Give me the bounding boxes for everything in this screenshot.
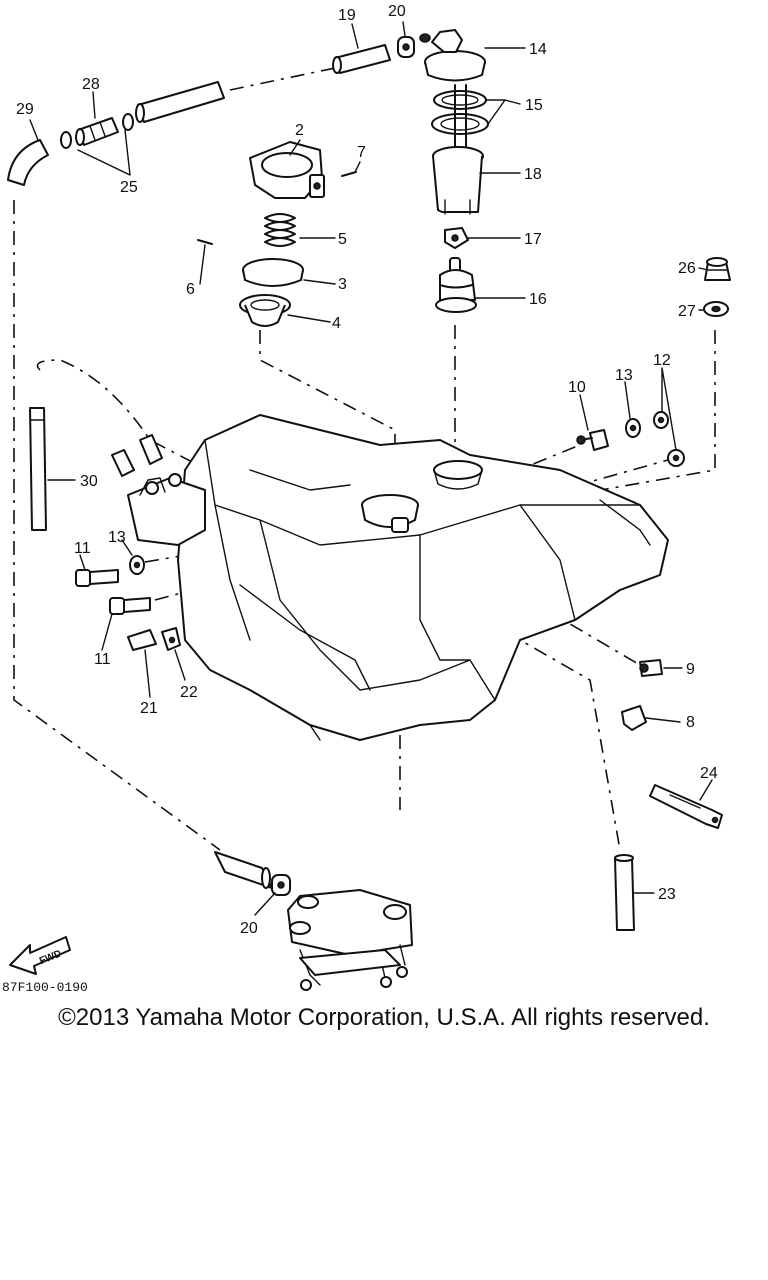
clips-part-25 [60, 113, 134, 149]
callout-6: 6 [186, 281, 195, 298]
callout-numbers: 2 5 3 4 6 7 14 15 18 17 16 19 20 26 27 2… [16, 3, 718, 937]
fuel-tank-exploded-diagram: FWD 2 5 [7, 3, 731, 991]
cap-part-8 [621, 705, 647, 731]
callout-11-upper: 11 [74, 540, 91, 557]
hose-pieces [111, 434, 163, 477]
callout-20-bottom: 20 [240, 920, 258, 937]
hose-part-bottom [214, 851, 273, 889]
callout-30: 30 [80, 473, 98, 490]
callout-21: 21 [140, 700, 158, 717]
pin-part-7 [341, 171, 357, 177]
strap-part-24 [649, 784, 723, 829]
washers-part-15 [431, 84, 489, 151]
tube-part-30 [29, 407, 47, 531]
sleeve-part-18 [432, 146, 484, 215]
callout-19: 19 [338, 7, 356, 24]
callout-8: 8 [686, 714, 695, 731]
callout-18: 18 [524, 166, 542, 183]
leader-lines [29, 21, 713, 916]
fuel-pump [287, 889, 413, 991]
gauge-unit-part-16 [435, 257, 477, 313]
callout-2: 2 [295, 122, 304, 139]
pin-part-6 [197, 239, 213, 245]
screw-part-10 [576, 429, 609, 451]
callout-9: 9 [686, 661, 695, 678]
fuel-tank [127, 414, 669, 741]
callout-26: 26 [678, 260, 696, 277]
callout-4: 4 [332, 315, 341, 332]
callout-11-lower: 11 [94, 651, 111, 668]
ring-part-3 [242, 258, 304, 287]
clamp-part-20-bottom [271, 874, 291, 896]
callout-14: 14 [529, 41, 547, 58]
hose-part-19 [332, 44, 391, 74]
callout-13-left: 13 [108, 529, 126, 546]
clamp-part-20-top [397, 36, 415, 58]
bolt-part-11-upper [75, 569, 119, 587]
hose-route-tank-left [36, 359, 621, 851]
callout-29: 29 [16, 101, 34, 118]
diagram-code: 87F100-0190 [2, 980, 88, 995]
callout-17: 17 [524, 231, 542, 248]
callout-28: 28 [82, 76, 100, 93]
bolt-part-11-lower [109, 597, 151, 615]
callout-24: 24 [700, 765, 718, 782]
copyright-notice: ©2013 Yamaha Motor Corporation, U.S.A. A… [58, 1004, 710, 1031]
hose-part-29 [7, 139, 49, 186]
plug-part-26 [704, 257, 731, 281]
gauge-cap-part-14 [419, 29, 486, 82]
washer-part-13-left [129, 555, 145, 575]
hose-route-left [13, 200, 221, 851]
callout-5: 5 [338, 231, 347, 248]
callout-13-right: 13 [615, 367, 633, 384]
grommet-part-21 [127, 629, 157, 651]
drain-screw-part-9 [639, 659, 663, 677]
callout-20-top: 20 [388, 3, 406, 20]
callout-27: 27 [678, 303, 696, 320]
hose-route-vent [229, 67, 336, 91]
washer-part-13-right [625, 418, 641, 438]
callout-22: 22 [180, 684, 198, 701]
callout-15: 15 [525, 97, 543, 114]
bracket-part-22 [161, 627, 181, 651]
spring-part-5 [264, 213, 296, 247]
callout-23: 23 [658, 886, 676, 903]
callout-7: 7 [357, 144, 366, 161]
callout-3: 3 [338, 276, 347, 293]
clip-part-17 [444, 227, 469, 249]
fwd-arrow-icon: FWD [9, 936, 71, 975]
gasket-part-4 [239, 294, 291, 327]
tube-part-23 [614, 854, 635, 931]
washer-part-27 [703, 301, 729, 317]
callout-16: 16 [529, 291, 547, 308]
gauge-port [433, 460, 483, 480]
callout-25: 25 [120, 179, 138, 196]
hose-part-vent [135, 81, 225, 123]
callout-12: 12 [653, 352, 671, 369]
nuts-part-12 [653, 411, 685, 467]
joint-part-28 [75, 117, 119, 146]
callout-10: 10 [568, 379, 586, 396]
cap-holder-part-2 [249, 141, 325, 199]
